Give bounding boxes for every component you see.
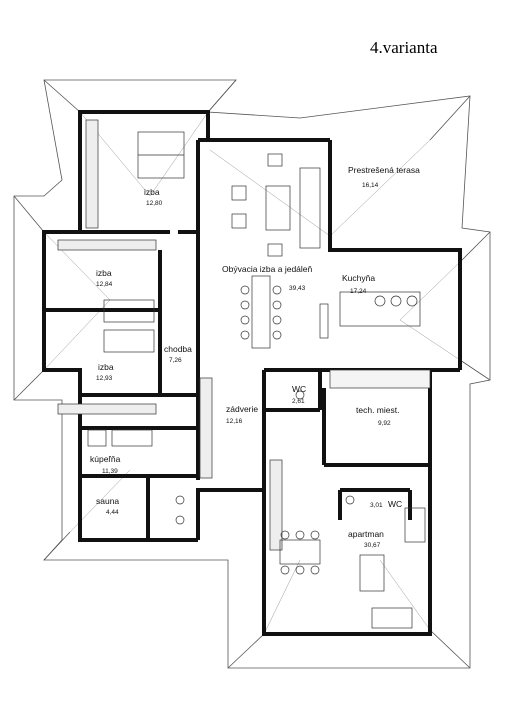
room-name-izba-low: izba [98,362,114,372]
walls [42,110,462,636]
room-name-wc-2: WC [388,499,402,509]
room-name-kuchyna: Kuchyňa [342,273,375,283]
room-name-obyvacia-izba: Obývacia izba a jedáleň [222,264,313,274]
room-area-tech-miest: 9,92 [378,420,391,427]
room-area-wc-2: 3,01 [370,502,383,509]
room-area-wc-1: 2,61 [292,398,305,405]
room-name-izba-mid: izba [96,268,112,278]
room-name-prestresena-terasa: Prestrešená terasa [348,165,420,175]
room-labels: izba 12,80 Prestrešená terasa 16,14 izba… [90,165,420,549]
room-area-zadverie: 12,16 [226,418,243,425]
roof-outline [13,79,491,669]
room-area-izba-low: 12,93 [96,375,113,382]
room-area-izba-mid: 12,84 [96,281,113,288]
room-name-sauna: sauna [96,496,119,506]
room-name-kupelna: kúpeľňa [90,454,121,464]
room-name-apartman: apartman [348,529,384,539]
room-area-kuchyna: 17,24 [350,288,367,295]
room-name-wc-1: WC [292,384,306,394]
room-area-kupelna: 11,39 [102,468,118,475]
room-name-chodba: chodba [164,344,192,354]
room-area-apartman: 30,67 [364,542,381,549]
room-area-chodba: 7,26 [169,357,182,364]
room-area-obyvacia-izba: 39,43 [289,285,306,292]
furniture [57,119,431,629]
room-area-prestresena-terasa: 16,14 [362,182,379,189]
plan-title: 4.varianta [370,38,438,57]
room-name-izba-top: izba [144,187,160,197]
room-name-zadverie: zádverie [226,404,258,414]
room-area-sauna: 4,44 [106,509,119,516]
room-name-tech-miest: tech. miest. [356,405,399,415]
room-area-izba-top: 12,80 [146,200,163,207]
